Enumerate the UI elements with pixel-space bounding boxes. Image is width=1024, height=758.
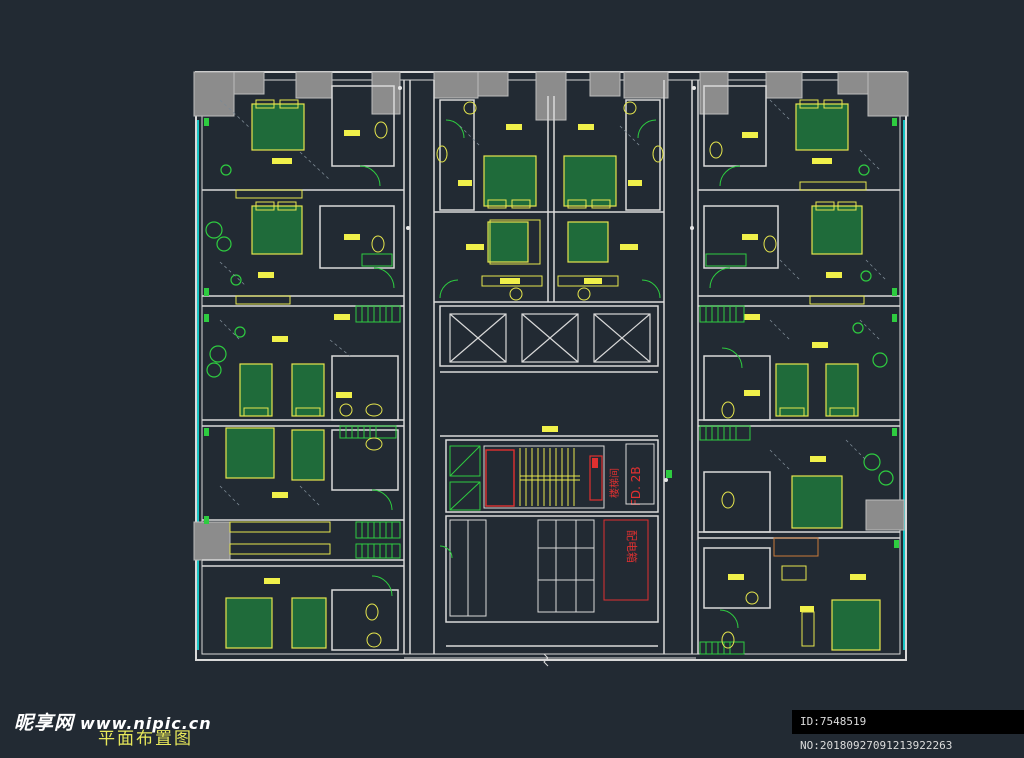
windows — [197, 120, 905, 650]
storage-rack — [449, 519, 649, 617]
room-guide-lines — [219, 99, 887, 507]
plan-title: 平面布置图 — [98, 729, 193, 749]
door-swings — [359, 119, 743, 629]
floor-plan-drawing: 楼梯间 FD. 2B 配电箱 — [193, 71, 909, 667]
site-name-cn: 昵享网 — [14, 712, 75, 734]
plants — [205, 164, 894, 486]
pillows — [243, 99, 857, 417]
ceiling-dots — [398, 86, 696, 482]
shaft-panels — [449, 443, 655, 511]
staircase: 楼梯间 FD. 2B 配电箱 — [483, 445, 643, 563]
image-id-strip: ID:7548519 NO:20180927091213922263 — [792, 710, 1024, 752]
desks — [229, 181, 867, 647]
site-url: www.nipic.cn — [80, 714, 212, 733]
stair-label: 楼梯间 — [608, 468, 621, 498]
site-watermark: 昵享网 www.nipic.cn — [14, 708, 212, 735]
break-line — [404, 653, 696, 667]
electric-room-label: 配电箱 — [625, 530, 639, 563]
sanitary-fixtures — [339, 101, 777, 649]
green-markers — [204, 118, 899, 548]
furniture-tags — [258, 124, 866, 612]
beds — [225, 103, 881, 651]
lift-shafts — [449, 313, 651, 363]
hatched-panels — [339, 253, 751, 655]
shaft-label: FD. 2B — [629, 466, 643, 506]
